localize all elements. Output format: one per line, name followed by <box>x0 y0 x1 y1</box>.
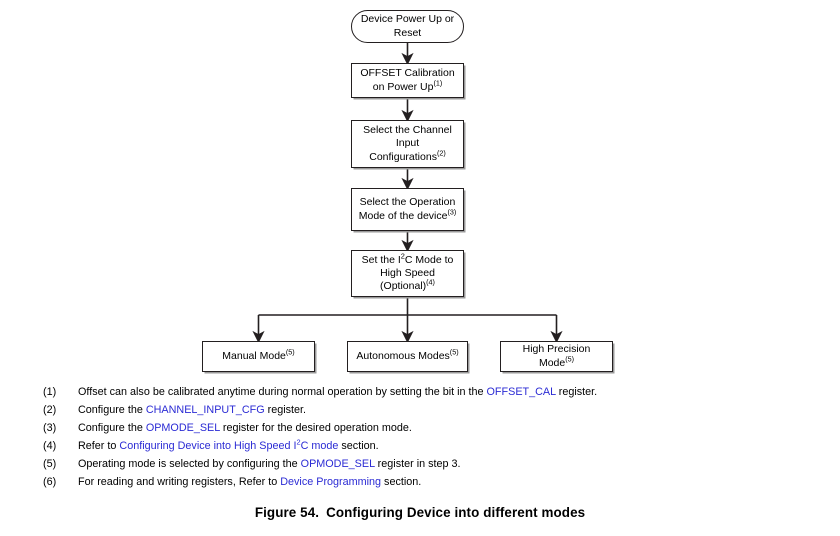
footnote-link[interactable]: CHANNEL_INPUT_CFG <box>145 404 265 416</box>
node-i2c-line1-post: C Mode to <box>404 253 454 266</box>
node-manual-label: Manual Mode <box>222 349 286 362</box>
footnote-link[interactable]: Configuring Device into High Speed I2C m… <box>119 437 339 452</box>
footnote-text: For reading and writing registers, Refer… <box>78 473 421 491</box>
footnote-text-pre: Configure the <box>78 404 146 416</box>
node-offset-line1: OFFSET Calibration <box>360 67 455 80</box>
node-channel-line3: Configurations <box>369 150 437 163</box>
node-i2c-line3: (Optional) <box>380 280 427 293</box>
node-opmode-footnote-ref: (3) <box>447 207 457 216</box>
node-opmode-line1: Select the Operation <box>359 196 456 209</box>
figure-caption-label: Figure 54. <box>254 505 320 520</box>
footnote-link[interactable]: OPMODE_SEL <box>300 458 375 470</box>
footnote-number: (6) <box>43 476 57 488</box>
footnote-link[interactable]: OFFSET_CAL <box>486 386 556 398</box>
footnote-number: (2) <box>43 404 57 416</box>
footnote-link-part-b: C mode <box>300 440 339 452</box>
footnote-list: (1) Offset can also be calibrated anytim… <box>0 383 840 491</box>
node-autonomous-footnote-ref: (5) <box>449 347 459 357</box>
node-highprec-line1: High Precision <box>522 343 591 356</box>
node-channel-line2: Input <box>395 137 420 150</box>
footnote-item: (1) Offset can also be calibrated anytim… <box>0 383 840 401</box>
node-device-power-up: Device Power Up or Reset <box>351 10 464 43</box>
node-i2c-line2: High Speed <box>380 266 435 279</box>
footnote-item: (2) Configure the CHANNEL_INPUT_CFG regi… <box>0 401 840 419</box>
node-highprec-line2: Mode <box>538 356 566 369</box>
node-offset-footnote-ref: (1) <box>433 78 443 87</box>
footnote-link[interactable]: Device Programming <box>280 476 382 488</box>
footnote-text: Refer to Configuring Device into High Sp… <box>78 437 379 455</box>
node-channel-line1: Select the Channel <box>363 124 452 137</box>
footnote-text-post: register. <box>264 404 307 416</box>
footnote-text-post: register. <box>555 386 598 398</box>
footnote-text: Configure the CHANNEL_INPUT_CFG register… <box>78 401 306 419</box>
footnote-text-post: section. <box>381 476 422 488</box>
node-start-line1: Device Power Up or <box>360 13 455 26</box>
footnote-text-post: register for the desired operation mode. <box>219 422 412 434</box>
footnote-text-pre: Offset can also be calibrated anytime du… <box>78 386 487 398</box>
footnote-text-pre: For reading and writing registers, Refer… <box>78 476 281 488</box>
footnote-link-superscript-two: 2 <box>296 437 301 447</box>
flowchart-connectors <box>252 43 563 344</box>
footnote-text: Operating mode is selected by configurin… <box>78 455 461 473</box>
footnote-text-pre: Operating mode is selected by configurin… <box>78 458 301 470</box>
node-i2c-line1-pre: Set the I <box>361 253 401 266</box>
node-set-i2c-high-speed: Set the I2C Mode to High Speed (Optional… <box>351 250 464 297</box>
flowchart-diagram: Device Power Up or Reset OFFSET Calibrat… <box>202 10 613 372</box>
footnote-number: (4) <box>43 440 57 452</box>
figure-caption: Figure 54. Configuring Device into differ… <box>0 505 840 520</box>
node-autonomous-modes: Autonomous Modes(5) <box>347 341 468 372</box>
node-manual-mode: Manual Mode(5) <box>202 341 315 372</box>
node-high-precision-mode: High Precision Mode(5) <box>500 341 613 372</box>
node-select-operation-mode: Select the Operation Mode of the device(… <box>351 188 464 231</box>
node-channel-footnote-ref: (2) <box>436 148 446 158</box>
node-manual-footnote-ref: (5) <box>285 347 295 357</box>
footnote-text-post: register in step 3. <box>374 458 461 470</box>
footnote-text-post: section. <box>338 440 379 452</box>
footnote-item: (6) For reading and writing registers, R… <box>0 473 840 491</box>
node-offset-line2: on Power Up <box>372 80 434 93</box>
footnote-text: Configure the OPMODE_SEL register for th… <box>78 419 412 437</box>
footnote-item: (4) Refer to Configuring Device into Hig… <box>0 437 840 455</box>
node-offset-calibration: OFFSET Calibration on Power Up(1) <box>351 63 464 98</box>
footnote-item: (5) Operating mode is selected by config… <box>0 455 840 473</box>
footnote-number: (5) <box>43 458 57 470</box>
node-start-line2: Reset <box>393 26 422 39</box>
footnote-link[interactable]: OPMODE_SEL <box>145 422 220 434</box>
node-i2c-superscript-two: 2 <box>400 251 405 261</box>
footnote-link-part-a: Configuring Device into High Speed I <box>119 440 297 452</box>
footnote-text: Offset can also be calibrated anytime du… <box>78 383 597 401</box>
node-i2c-footnote-ref: (4) <box>426 277 435 287</box>
footnote-text-pre: Refer to <box>78 440 120 452</box>
footnote-text-pre: Configure the <box>78 422 146 434</box>
footnote-item: (3) Configure the OPMODE_SEL register fo… <box>0 419 840 437</box>
footnote-number: (3) <box>43 422 57 434</box>
footnote-number: (1) <box>43 386 57 398</box>
node-highprec-footnote-ref: (5) <box>565 354 575 363</box>
node-opmode-line2: Mode of the device <box>358 209 448 222</box>
node-select-channel-input: Select the Channel Input Configurations(… <box>351 120 464 168</box>
node-autonomous-label: Autonomous Modes <box>356 349 450 362</box>
figure-caption-title: Configuring Device into different modes <box>326 505 586 520</box>
